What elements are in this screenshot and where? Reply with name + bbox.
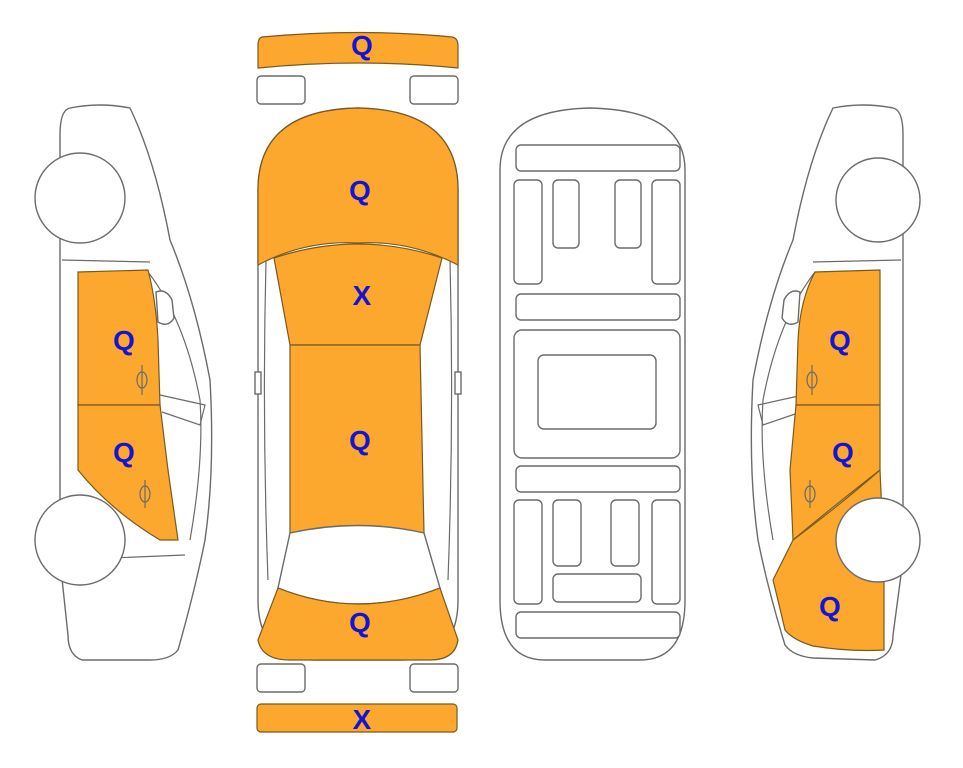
underbody-front-right-rail: [651, 179, 681, 285]
underbody-front-left-pocket: [552, 179, 580, 249]
top-left-mirror: [254, 371, 262, 395]
trunk: [257, 587, 459, 661]
right-rear-quarter-label: Q: [819, 591, 841, 622]
right-front-wheel: [835, 157, 921, 243]
rear-bumper: [256, 703, 458, 733]
underbody-front-crossmember: [515, 144, 681, 172]
front-right-headlight: [409, 75, 459, 105]
left-front-door-label: Q: [113, 325, 135, 356]
right-side-mirror: [781, 290, 801, 325]
left-side-mirror: [155, 290, 175, 325]
windshield-label: X: [353, 280, 372, 311]
front-left-headlight: [256, 75, 306, 105]
roof-label: Q: [349, 425, 371, 456]
front-bumper: [257, 31, 459, 69]
rear-window: [277, 524, 441, 605]
left-rear-door: [77, 404, 179, 541]
right-front-door-handle: [806, 365, 818, 395]
underbody-mid-crossmember: [515, 293, 681, 321]
left-rear-wheel: [34, 494, 126, 586]
left-rear-door-label: Q: [113, 437, 135, 468]
right-front-door-label: Q: [829, 325, 851, 356]
right-front-door: [795, 269, 881, 406]
top-view: [254, 31, 462, 733]
top-view-inner-line-right: [447, 259, 453, 581]
underbody-rear-right-pocket: [610, 499, 640, 567]
underbody-center-tunnel: [537, 354, 657, 430]
rear-bumper-label: X: [353, 704, 372, 735]
underbody-front-right-pocket: [614, 179, 642, 249]
left-front-door-handle: [136, 365, 148, 395]
left-front-door: [77, 269, 161, 406]
hood-label: Q: [349, 175, 371, 206]
right-side-window-line-2: [757, 394, 804, 426]
right-rear-door-handle: [804, 480, 816, 508]
left-side-window-line-2: [159, 394, 206, 426]
underbody-rear-left-rail: [513, 499, 543, 605]
top-view-inner-line-left: [263, 259, 269, 581]
front-bumper-label: Q: [351, 30, 373, 61]
left-front-wheel: [34, 152, 126, 244]
hood: [257, 107, 459, 266]
rear-left-taillight: [256, 663, 306, 693]
trunk-label: Q: [349, 607, 371, 638]
left-rear-door-handle: [139, 480, 151, 508]
underbody-rear-crossmember: [515, 465, 681, 493]
underbody-rear-left-pocket: [552, 499, 582, 567]
right-side-view: [750, 104, 921, 661]
top-right-mirror: [454, 371, 462, 395]
windshield: [273, 243, 443, 346]
left-side-view: [34, 104, 213, 661]
rear-right-taillight: [409, 663, 459, 693]
underbody-rear-panel: [515, 611, 681, 639]
underbody-front-left-rail: [513, 179, 543, 285]
right-rear-wheel: [835, 497, 921, 583]
underbody-spare-well: [552, 573, 642, 603]
right-rear-door-label: Q: [832, 437, 854, 468]
underbody-rear-right-rail: [651, 499, 681, 605]
right-side-beltline: [812, 259, 902, 263]
underbody-view: [499, 107, 686, 661]
